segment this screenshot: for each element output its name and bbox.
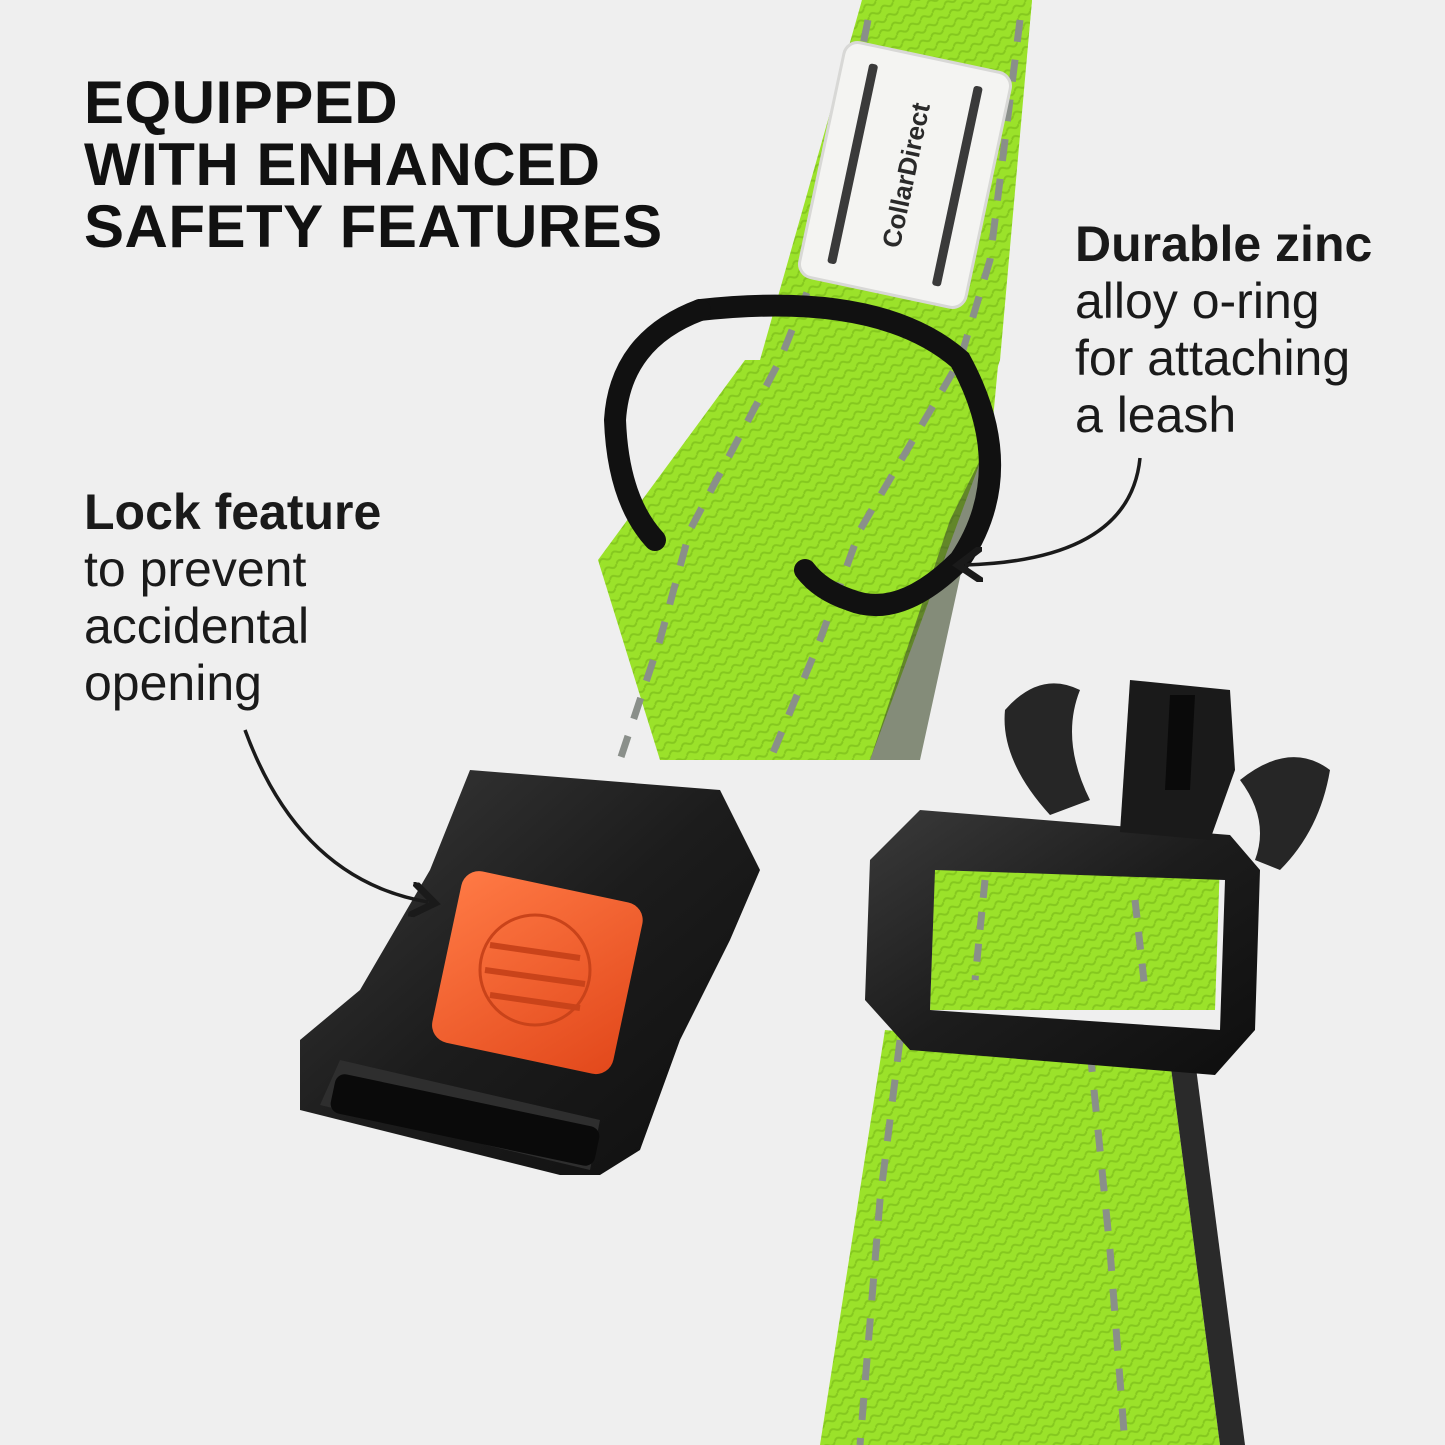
o-ring [603,294,1001,616]
headline-line-2: WITH ENHANCED [84,131,601,198]
lock-callout-arrow [243,729,428,902]
ring-callout-lead: Durable zinc [1075,216,1373,272]
headline-line-1: EQUIPPED [84,69,399,136]
lock-callout: Lock feature to prevent accidental openi… [84,484,381,712]
lock-callout-line-3: opening [84,655,262,711]
buckle-female: ◊ ʇɐɯ [300,770,760,1175]
ring-callout-arrow [965,457,1142,565]
ring-callout-line-3: a leash [1075,387,1237,443]
ring-callout: Durable zinc alloy o-ring for attaching … [1075,216,1372,444]
reflective-stitch-lower-left [856,1039,904,1445]
lock-callout-lead: Lock feature [84,484,382,540]
lock-callout-line-1: to prevent [84,541,307,597]
ring-callout-line-2: for attaching [1075,330,1351,386]
ring-callout-line-1: alloy o-ring [1075,273,1320,329]
collar-strap-lower [820,860,1245,1445]
headline-line-3: SAFETY FEATURES [84,193,663,260]
reflective-stitch-lower-right [1086,1049,1129,1445]
buckle-male [865,680,1330,1075]
brand-tag: CollarDirect [798,41,1012,309]
lock-callout-line-2: accidental [84,598,310,654]
headline: EQUIPPED WITH ENHANCED SAFETY FEATURES [84,72,663,258]
reflective-stitch-right [766,19,1024,762]
buckle-opening [330,1074,600,1166]
lock-button [432,871,643,1075]
